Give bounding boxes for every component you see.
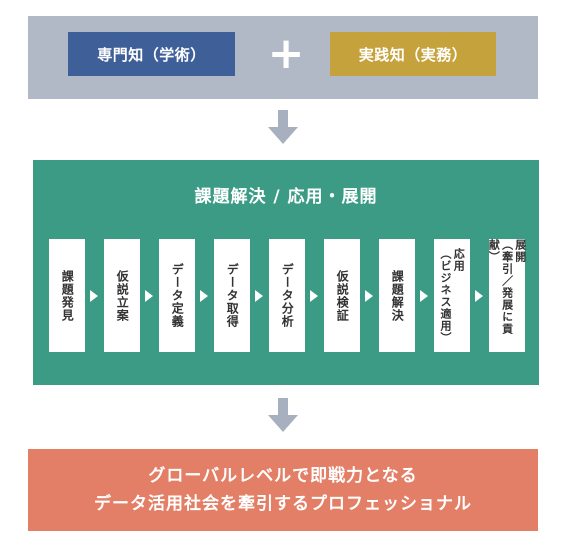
step-label: 応用 （ビジネス適用） [439, 247, 466, 344]
step-label: 仮説立案 [115, 269, 130, 322]
step-hypothesis-planning: 仮説立案 [104, 239, 140, 352]
step-arrow-icon [475, 290, 483, 302]
goal-line-2: データ活用社会を牽引するプロフェッショナル [94, 494, 472, 514]
step-hypothesis-verification: 仮説検証 [324, 239, 360, 352]
step-label: データ取得 [225, 263, 240, 328]
step-data-definition: データ定義 [159, 239, 195, 352]
step-label: データ定義 [170, 263, 185, 328]
step-arrow-icon [255, 290, 263, 302]
step-arrow-icon [145, 290, 153, 302]
practical-knowledge-box: 実践知（実務） [330, 32, 496, 76]
plus-icon: + [267, 28, 305, 79]
academic-knowledge-box: 専門知（学術） [68, 32, 235, 76]
step-application: 応用 （ビジネス適用） [434, 239, 470, 352]
step-data-analysis: データ分析 [269, 239, 305, 352]
step-data-acquisition: データ取得 [214, 239, 250, 352]
goal-panel: グローバルレベルで即戦力となる データ活用社会を牽引するプロフェッショナル [28, 449, 538, 531]
problem-solving-panel: 課題解決 / 応用・展開 課題発見 仮説立案 データ定義 データ取得 データ分析… [33, 160, 539, 385]
down-arrow-icon [268, 398, 298, 432]
step-arrow-icon [90, 290, 98, 302]
step-arrow-icon [200, 290, 208, 302]
step-label: 課題発見 [60, 269, 75, 322]
goal-line-1: グローバルレベルで即戦力となる [148, 466, 418, 486]
step-expansion: 展開 （牽引／発展に貢献） [487, 239, 527, 352]
step-label: 課題解決 [390, 269, 405, 322]
step-problem-solving: 課題解決 [379, 239, 415, 352]
step-problem-discovery: 課題発見 [49, 239, 85, 352]
knowledge-panel: 専門知（学術） + 実践知（実務） [28, 16, 538, 99]
step-label: データ分析 [280, 263, 295, 328]
step-arrow-icon [365, 290, 373, 302]
step-arrow-icon [310, 290, 318, 302]
down-arrow-icon [268, 110, 298, 144]
step-arrow-icon [420, 290, 428, 302]
step-label: 展開 （牽引／発展に貢献） [487, 239, 527, 335]
panel-title: 課題解決 / 応用・展開 [194, 187, 378, 207]
step-label: 仮説検証 [335, 269, 350, 322]
